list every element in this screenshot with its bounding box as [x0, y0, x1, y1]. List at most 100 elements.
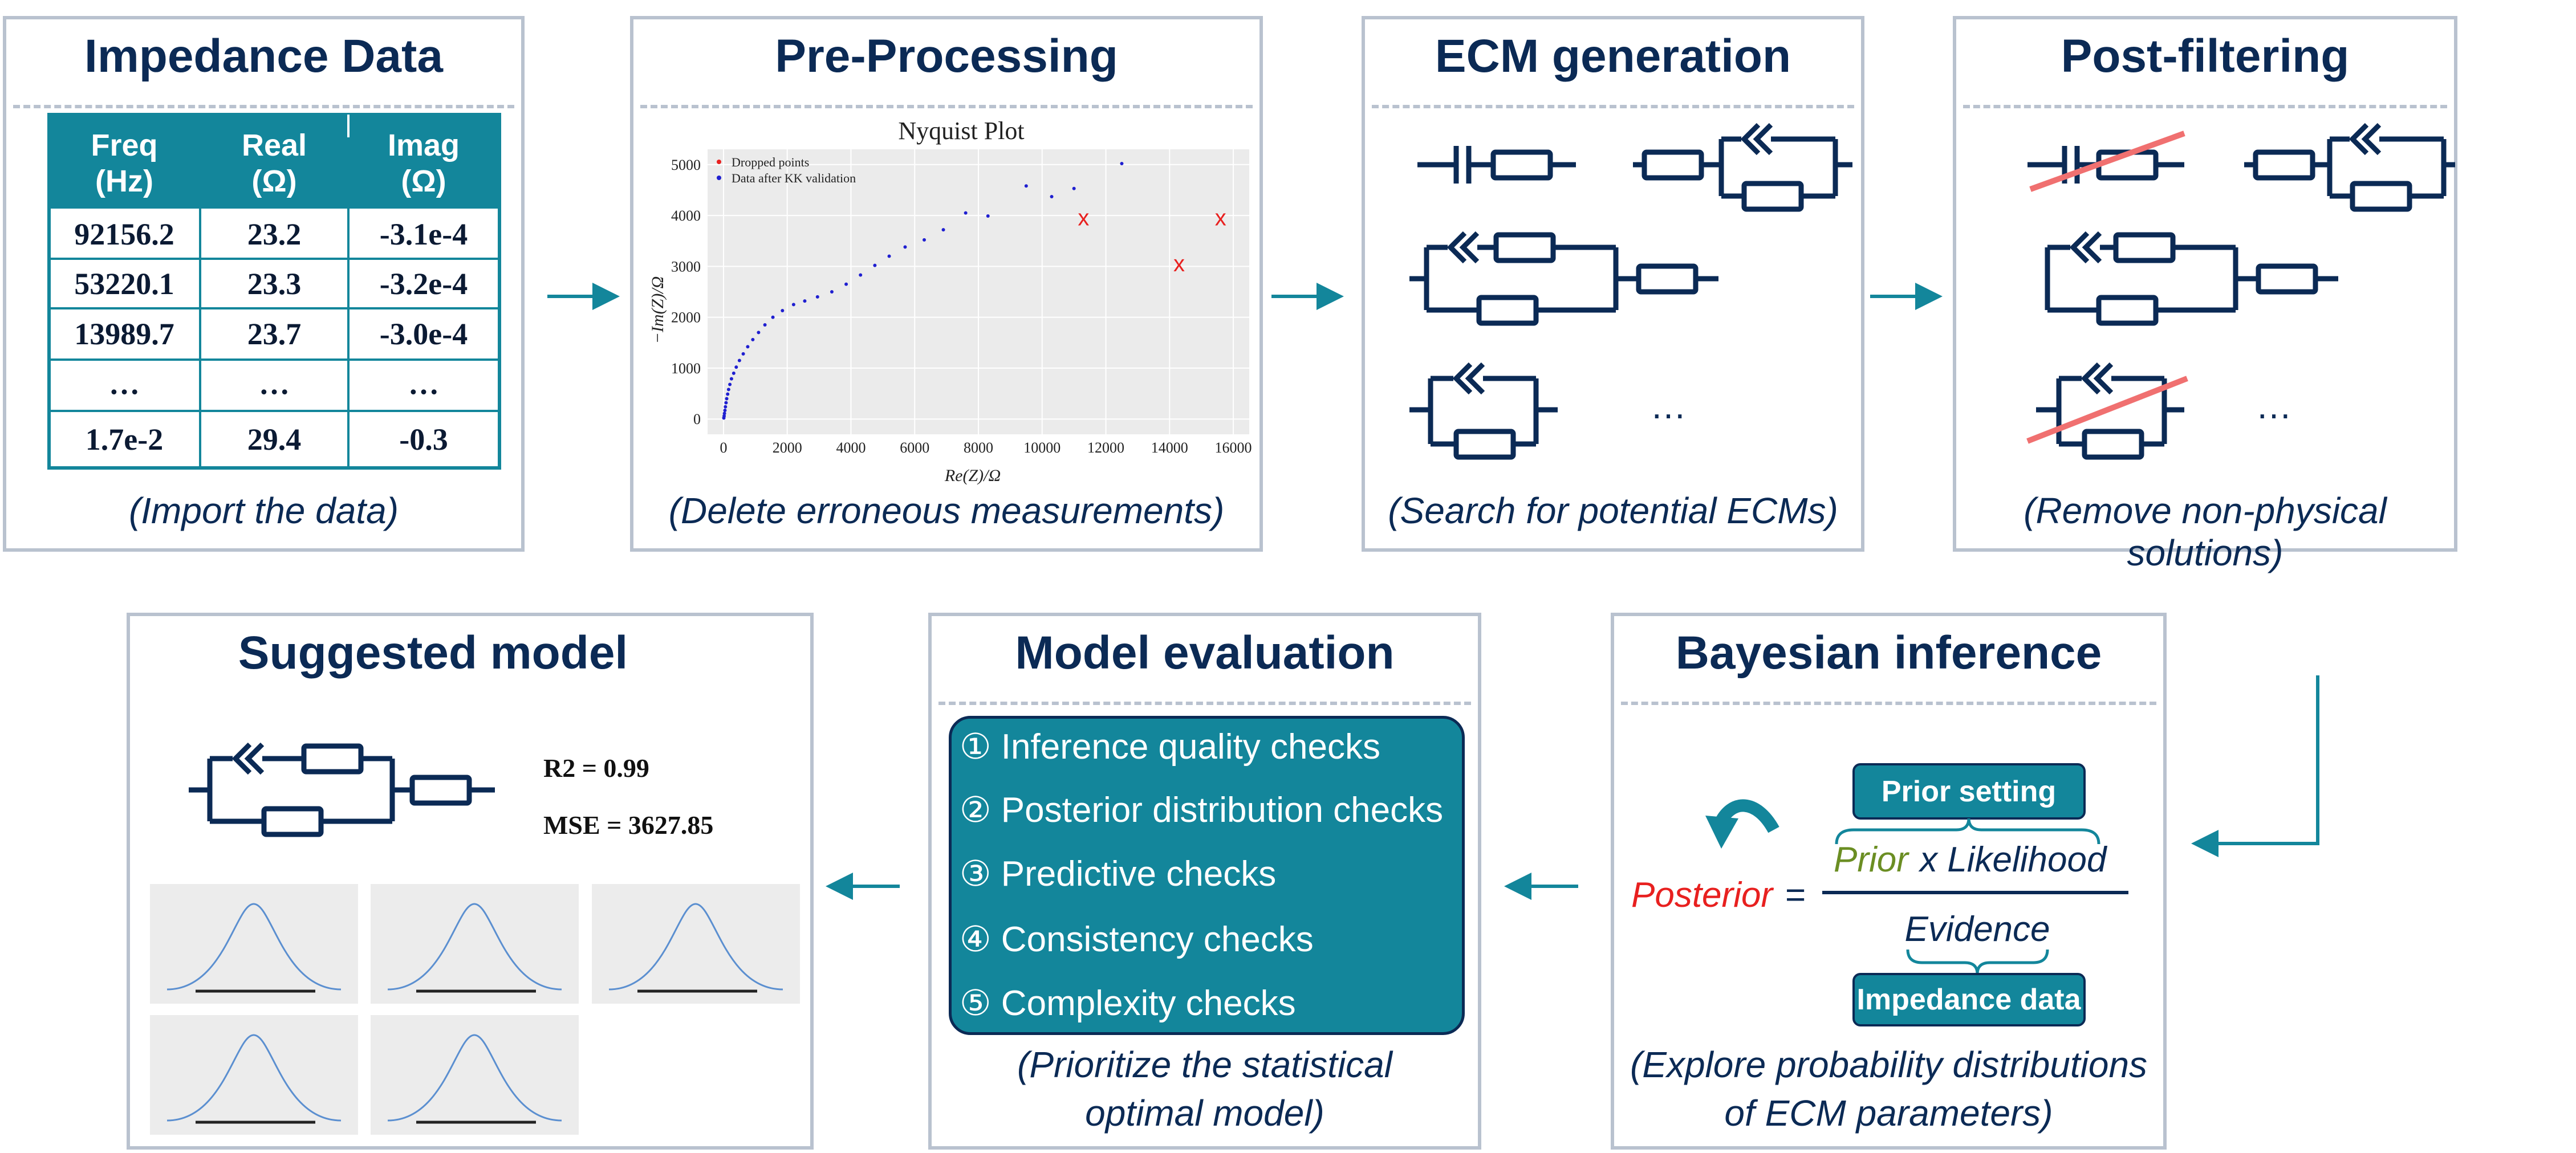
equals-sign: =	[1785, 875, 1806, 915]
y-tick-label: 1000	[671, 360, 701, 377]
table-cell: …	[408, 366, 439, 401]
strike-through-line	[2029, 131, 2185, 192]
posterior-thumbnail	[150, 1015, 358, 1135]
table-cell: -3.0e-4	[380, 317, 468, 351]
x-tick-label: 6000	[900, 439, 929, 456]
data-point	[741, 352, 745, 356]
data-point	[1050, 195, 1054, 199]
dropped-point: x	[1078, 206, 1089, 231]
impedance-data-box	[1852, 973, 2086, 1026]
posterior-thumbnail	[150, 884, 358, 1004]
data-point	[737, 358, 741, 362]
y-tick-label: 5000	[671, 157, 701, 173]
suggested-model-panel: Suggested model R2 = 0.99 MSE = 3627.85	[127, 613, 814, 1150]
posterior-thumbnail	[371, 1015, 579, 1135]
data-point	[723, 409, 727, 413]
flow-arrow-down-left	[2191, 675, 2319, 857]
strike-through-line	[2026, 376, 2188, 444]
bayesian-inference-panel: Bayesian inference Prior setting Prior x…	[1611, 613, 2167, 1150]
bottom-brace	[1906, 949, 2049, 975]
bayes-formula: Prior setting Prior x Likelihood Posteri…	[1631, 763, 2128, 1026]
curved-arrow-icon	[1713, 799, 1779, 833]
preprocessing-panel: Pre-Processing Nyquist Plot 0 2000 4000 600…	[630, 16, 1263, 552]
data-point	[781, 309, 785, 313]
data-point	[726, 388, 730, 392]
panel-caption-line1: (Explore probability distributions	[1630, 1044, 2148, 1085]
table-row: 1.7e-2 29.4 -0.3	[86, 422, 448, 457]
panel-title: Suggested model	[238, 627, 628, 679]
check-item: ① Inference quality checks	[960, 727, 1380, 767]
x-tick-label: 12000	[1087, 439, 1124, 456]
ecm-candidates: …	[1409, 123, 1852, 460]
data-point	[830, 290, 834, 294]
panel-title: Impedance Data	[84, 30, 443, 82]
panel-caption: (Import the data)	[128, 490, 399, 531]
check-item: ④ Consistency checks	[960, 920, 1314, 959]
more-ellipsis: …	[2256, 385, 2292, 426]
divider	[938, 702, 1471, 705]
suggested-circuit: R2 = 0.99 MSE = 3627.85	[150, 742, 800, 1135]
x-tick-label: 14000	[1151, 439, 1188, 456]
data-point	[746, 345, 750, 349]
impedance-table: Freq (Hz) Real (Ω) Imag (Ω) 92156.2 23.2…	[47, 113, 501, 470]
table-cell: 23.3	[247, 267, 302, 301]
data-point	[757, 331, 761, 335]
impedance-data-label: Impedance data	[1856, 983, 2081, 1016]
table-cell: …	[109, 366, 140, 401]
check-item: ③ Predictive checks	[960, 854, 1277, 894]
divider	[1621, 702, 2156, 705]
top-brace	[1835, 818, 2100, 845]
legend-label: Dropped points	[732, 155, 809, 169]
x-tick-label: 16000	[1215, 439, 1252, 456]
posterior-thumbnail	[371, 884, 579, 1004]
post-filtering-panel: Post-filtering	[1953, 16, 2457, 573]
y-tick-label: 2000	[671, 309, 701, 326]
data-point	[903, 245, 907, 249]
table-cell: 29.4	[247, 422, 302, 457]
posterior-thumbnails	[150, 884, 800, 1135]
data-point	[941, 228, 945, 232]
evidence-term: Evidence	[1904, 910, 2050, 949]
data-point	[734, 365, 738, 369]
panel-caption: (Remove non-physical solutions)	[2024, 490, 2387, 573]
r2-metric: R2 = 0.99	[543, 753, 649, 783]
divider	[1372, 105, 1854, 108]
check-item: ⑤ Complexity checks	[960, 984, 1296, 1023]
table-cell: …	[259, 366, 290, 401]
y-tick-label: 0	[693, 411, 701, 427]
circuit-cpe-r-parallel-r	[1409, 231, 1718, 326]
dropped-point: x	[1215, 206, 1226, 231]
more-ellipsis: …	[1650, 385, 1687, 426]
x-tick-label: 4000	[836, 439, 866, 456]
x-tick-label: 0	[720, 439, 727, 456]
x-tick-label: 2000	[773, 439, 802, 456]
panel-title: Model evaluation	[1015, 627, 1395, 679]
chart-title: Nyquist Plot	[898, 117, 1024, 145]
data-point	[1024, 184, 1028, 188]
likelihood-term: x Likelihood	[1918, 840, 2108, 879]
checks-box: ① Inference quality checks ② Posterior d…	[949, 716, 1465, 1035]
data-point	[722, 412, 726, 415]
header-freq-line1: Freq	[91, 128, 157, 162]
data-point	[728, 382, 732, 386]
divider	[13, 105, 514, 108]
panel-title: Pre-Processing	[775, 30, 1118, 82]
data-point	[729, 377, 733, 381]
data-point	[724, 405, 728, 409]
x-tick-label: 8000	[964, 439, 993, 456]
table-row: 13989.7 23.7 -3.0e-4	[74, 317, 468, 351]
table-cell: 1.7e-2	[86, 422, 163, 457]
legend-label: Data after KK validation	[732, 171, 856, 185]
circuit-capacitor-resistor	[1417, 146, 1576, 184]
data-point	[751, 337, 755, 341]
table-row: … … …	[109, 366, 439, 401]
header-freq-line2: (Hz)	[95, 164, 153, 198]
impedance-data-panel: Impedance Data Freq (Hz) Real (Ω) Imag (…	[3, 16, 525, 552]
divider	[1963, 105, 2447, 108]
panel-caption: (Search for potential ECMs)	[1388, 490, 1838, 531]
data-point	[815, 295, 819, 299]
circuit-r-cpe-r	[2244, 123, 2455, 212]
filtered-candidates: …	[2026, 123, 2455, 460]
